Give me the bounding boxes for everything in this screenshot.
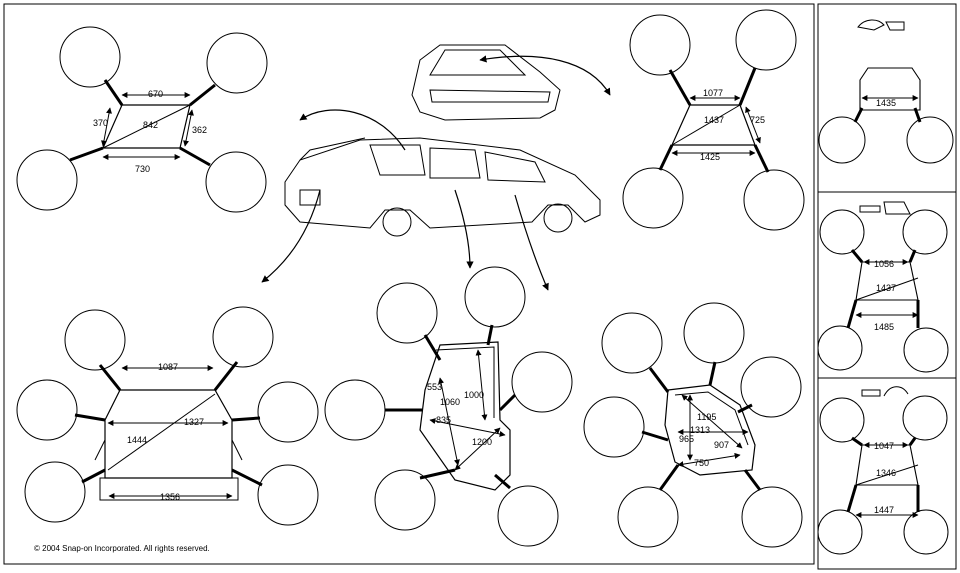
sb1-top: 1435: [876, 98, 896, 108]
windshield-diagram: [16, 26, 268, 213]
wagon-car-illustration: [284, 44, 601, 237]
rw-top: 1077: [703, 88, 723, 98]
tg-top: 1087: [158, 362, 178, 372]
ws-bottom: 730: [135, 164, 150, 174]
sidebar-panel-side: [817, 201, 949, 373]
fd-a: 553: [427, 382, 442, 392]
main-frame: [3, 3, 815, 565]
sb3-top: 1047: [874, 441, 894, 451]
rear-door-diagram: [583, 302, 803, 548]
tg-diag: 1444: [127, 435, 147, 445]
fd-d: 835: [436, 415, 451, 425]
sidebar-panel-front: [817, 386, 949, 555]
side-view-icon: [859, 201, 911, 215]
sb2-top: 1056: [874, 259, 894, 269]
ws-right: 362: [192, 125, 207, 135]
ws-diag: 842: [143, 120, 158, 130]
front-door-diagram: [324, 266, 573, 547]
front-view-icon: [861, 386, 909, 397]
sidebar-frame: [817, 3, 957, 570]
rd-d: 907: [714, 440, 729, 450]
rd-c: 965: [679, 434, 694, 444]
zone-arrows: [261, 55, 611, 291]
copyright-text: © 2004 Snap-on Incorporated. All rights …: [34, 544, 210, 553]
rd-a: 1195: [697, 412, 716, 422]
sidebar-panel-rear: [818, 19, 954, 164]
rd-e: 750: [694, 458, 709, 468]
fd-c: 1000: [464, 390, 484, 400]
rw-right: 725: [750, 115, 765, 125]
sb3-diag: 1346: [876, 468, 896, 478]
rd-b: 1313: [690, 425, 710, 435]
tailgate-diagram: [16, 306, 319, 526]
sb3-bottom: 1447: [874, 505, 894, 515]
rear-window-diagram: [622, 9, 805, 231]
rear-view-icon: [857, 19, 905, 31]
fd-b: 1060: [440, 397, 460, 407]
sb2-diag: 1437: [876, 283, 896, 293]
rw-diag: 1437: [704, 115, 724, 125]
ws-top: 670: [148, 89, 163, 99]
rw-bottom: 1425: [700, 152, 720, 162]
fd-e: 1200: [472, 437, 492, 447]
tg-mid: 1327: [184, 417, 204, 427]
sb2-bottom: 1485: [874, 322, 894, 332]
tg-bottom: 1356: [160, 492, 180, 502]
ws-left: 370: [93, 118, 108, 128]
